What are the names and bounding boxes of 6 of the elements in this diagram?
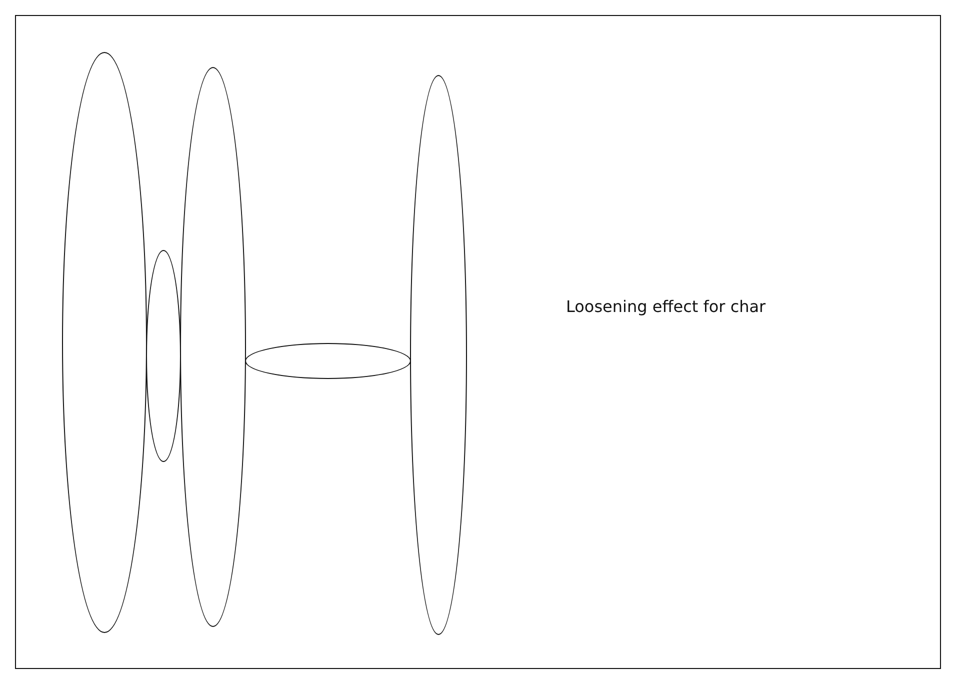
ellipse-outline	[180, 67, 246, 627]
note-text: Loosening effect for char	[566, 297, 766, 316]
ellipse-outline	[245, 343, 411, 379]
ellipse-outline	[62, 52, 147, 633]
ellipse-outline	[146, 250, 181, 462]
ellipse-outline	[410, 75, 467, 635]
